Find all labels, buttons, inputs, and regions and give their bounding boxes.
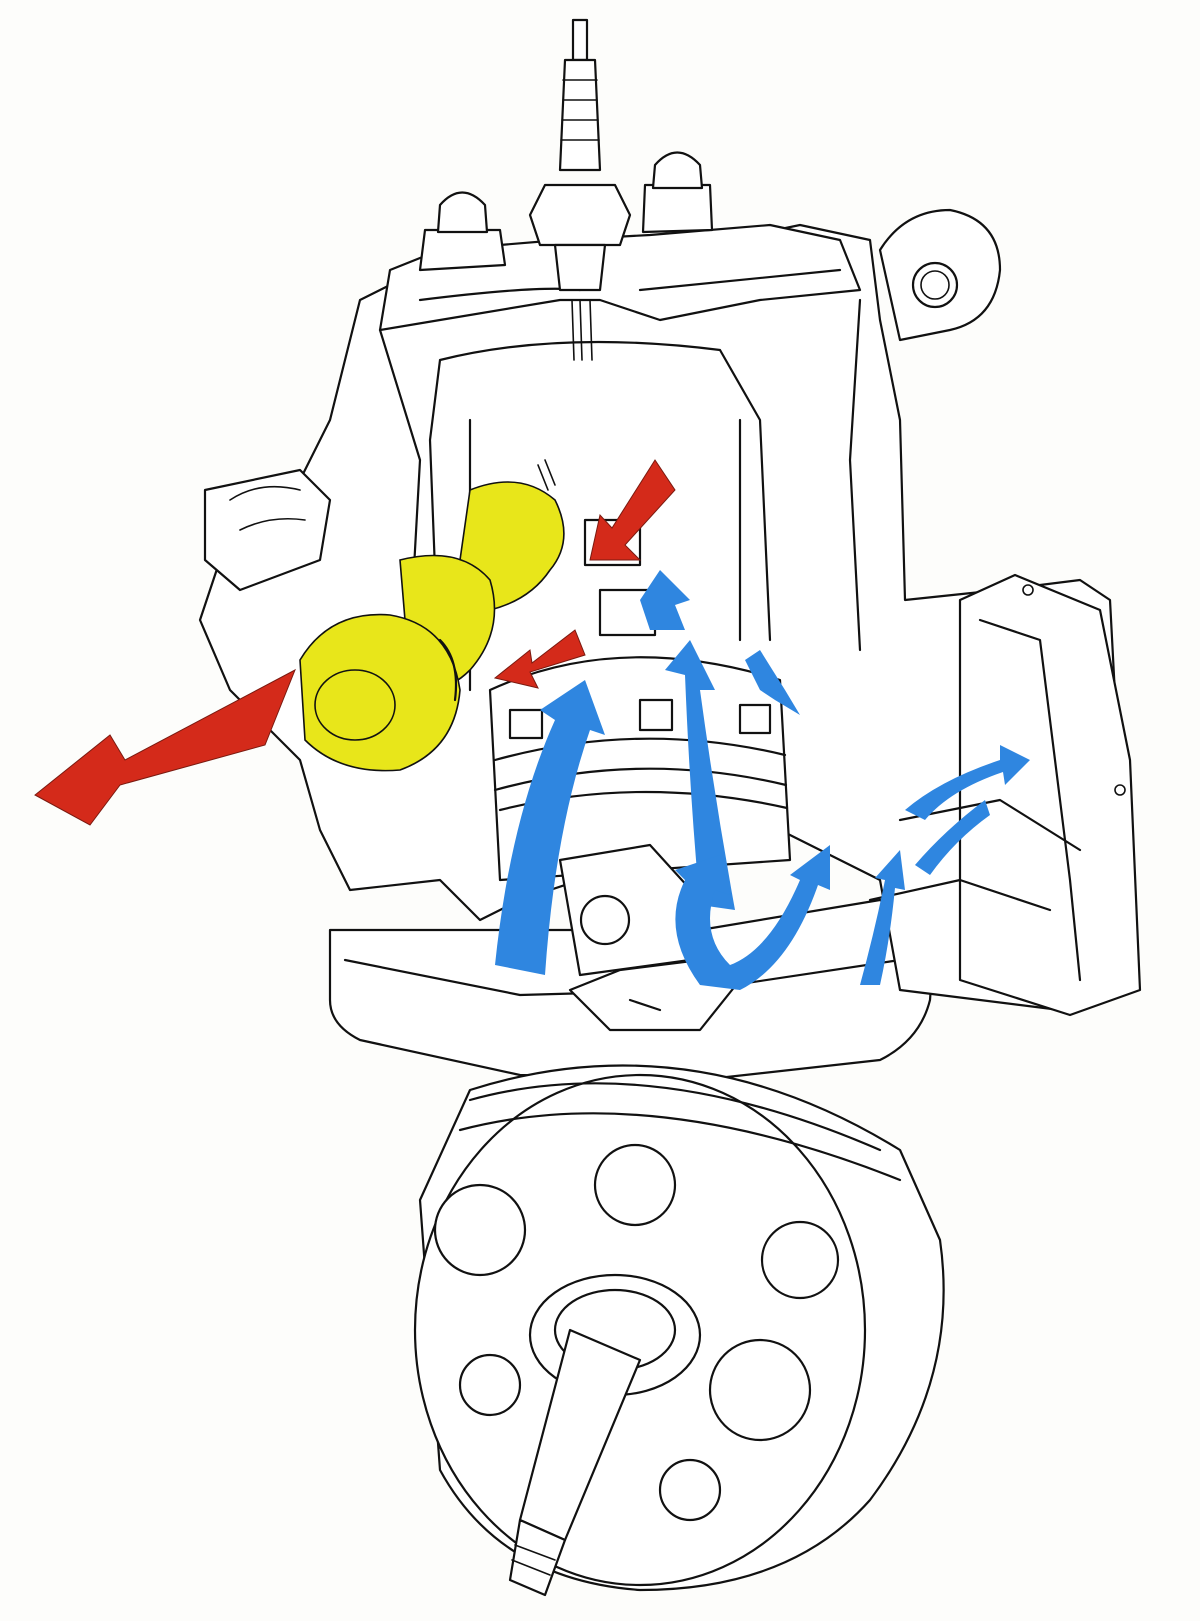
exhaust-flow-arrows bbox=[34, 459, 676, 826]
exhaust-arrow-cylinder bbox=[493, 629, 586, 689]
exhaust-arrow-port bbox=[589, 459, 676, 561]
flywheel-hole bbox=[760, 1220, 840, 1300]
crankshaft bbox=[508, 1328, 642, 1597]
exhaust-pipe bbox=[299, 459, 565, 772]
flywheel-hole bbox=[458, 1353, 522, 1417]
transfer-flow-arrow-left bbox=[495, 680, 605, 975]
mount-hole bbox=[911, 261, 959, 309]
exhaust-arrow-out bbox=[34, 668, 296, 826]
flywheel-hole bbox=[708, 1338, 812, 1442]
flywheel-hole bbox=[433, 1183, 527, 1277]
intake-flow-arrow-right bbox=[860, 850, 905, 985]
transfer-flow-arrow-top bbox=[640, 570, 690, 630]
spark-plug bbox=[528, 18, 632, 361]
wrist-pin bbox=[579, 894, 631, 946]
flywheel-hole bbox=[593, 1143, 677, 1227]
reed-flow-arrow-lower bbox=[915, 800, 990, 875]
intake-flow-arrows bbox=[495, 570, 1030, 990]
transfer-flow-arrow-right bbox=[745, 650, 800, 715]
reed-flow-arrow bbox=[905, 745, 1030, 820]
head-nut-left bbox=[418, 191, 507, 272]
crankcase-flow-arrow bbox=[675, 845, 830, 990]
transfer-flow-arrow-center bbox=[665, 640, 735, 910]
head-nut-right bbox=[641, 151, 714, 234]
flywheel-hole bbox=[658, 1458, 722, 1522]
flywheel bbox=[413, 1064, 945, 1592]
